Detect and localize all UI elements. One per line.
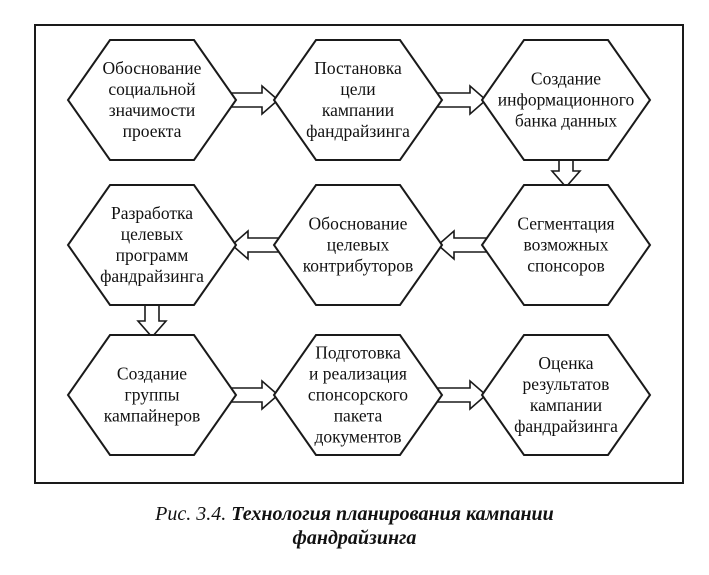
arrow-n6-to-n5 [436, 229, 491, 261]
node-label-1: Обоснование социальной значимости проект… [102, 58, 202, 141]
arrow-n2-to-n3 [433, 84, 488, 116]
hexagon-node-5 [272, 184, 444, 306]
node-label-6: Сегментация возможных спонсоров [517, 213, 615, 276]
caption-prefix: Рис. 3.4. [155, 503, 227, 525]
arrow-n1-to-n2 [227, 84, 280, 116]
node-label-7: Создание группы кампайнеров [103, 363, 201, 426]
hexagon-node-4 [66, 184, 238, 306]
node-label-5: Обоснование целевых контрибуторов [302, 213, 414, 276]
hexagon-node-1 [66, 39, 238, 161]
arrow-n4-to-n7 [136, 302, 168, 339]
node-label-9: Оценка результатов кампании фандрайзинга [514, 353, 618, 436]
node-label-2: Постановка цели кампании фандрайзинга [306, 58, 410, 141]
hexagon-node-3 [480, 39, 652, 161]
hexagon-node-6 [480, 184, 652, 306]
arrow-n5-to-n4 [230, 229, 283, 261]
node-label-8: Подготовка и реализация спонсорского пак… [307, 342, 409, 447]
hexagon-node-9 [480, 334, 652, 456]
diagram-frame [34, 24, 684, 484]
hexagon-node-8 [272, 334, 444, 456]
node-label-4: Разработка целевых программ фандрайзинга [100, 203, 204, 286]
caption-title-line2: фандрайзинга [292, 527, 417, 549]
arrow-n7-to-n8 [227, 379, 280, 411]
hexagon-node-7 [66, 334, 238, 456]
hexagon-node-2 [272, 39, 444, 161]
figure-caption: Рис. 3.4. Технология планирования кампан… [0, 502, 709, 550]
caption-title-line1: Технология планирования кампании [231, 503, 554, 525]
node-label-3: Создание информационного банка данных [497, 68, 635, 131]
arrow-n3-to-n6 [550, 157, 582, 189]
arrow-n8-to-n9 [433, 379, 488, 411]
